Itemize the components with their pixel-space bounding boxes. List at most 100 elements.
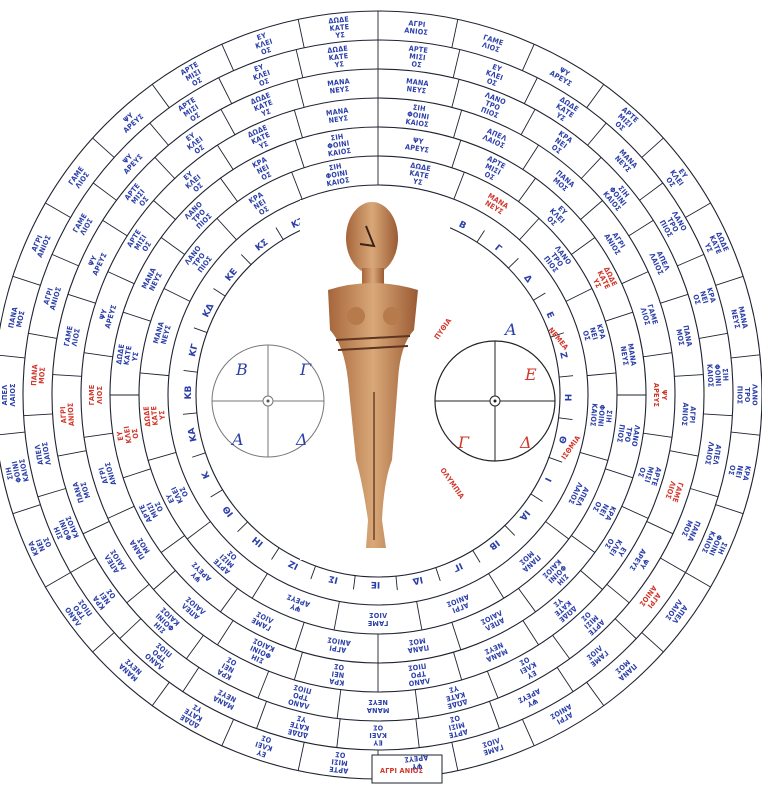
- day-tick: [508, 258, 518, 268]
- cell-divider: [685, 573, 710, 588]
- month-cell-text: ΝΕΥΣ: [329, 84, 350, 95]
- cell-divider: [28, 333, 57, 338]
- day-tick: [477, 230, 485, 242]
- month-cell-text: ΛΙΟΣ: [70, 328, 82, 347]
- cell-divider: [643, 353, 672, 357]
- cell-divider: [127, 584, 149, 602]
- cell-divider: [83, 521, 109, 533]
- cell-divider: [217, 145, 233, 169]
- cell-divider: [0, 432, 25, 435]
- cell-divider: [68, 294, 96, 303]
- cell-divider: [566, 288, 592, 301]
- cell-divider: [731, 355, 760, 358]
- right-wheel-letter-4: Γ: [457, 433, 470, 452]
- cell-divider: [629, 220, 653, 236]
- cell-divider: [522, 44, 534, 70]
- cell-divider: [524, 78, 537, 104]
- left-wheel: Γ Δ Α Β: [212, 345, 324, 457]
- cell-divider: [161, 237, 184, 254]
- cell-divider: [108, 506, 134, 518]
- month-cell: ΚΡΑΝΕΙΟΣ: [215, 654, 240, 683]
- cell-divider: [219, 78, 232, 104]
- cell-divider: [546, 522, 569, 539]
- cell-divider: [622, 506, 648, 518]
- month-cell-text: ΑΝΙΟΣ: [66, 402, 76, 426]
- cell-divider: [295, 622, 304, 650]
- month-cell: ΨΥΑΡΕΥΣ: [516, 686, 545, 712]
- month-cell: ΠΑΝΑΜΟΣ: [6, 306, 27, 331]
- cell-divider: [642, 633, 664, 652]
- month-cell-text: ΠΙΟΣ: [735, 386, 744, 405]
- cell-divider: [217, 218, 237, 239]
- cell-divider: [297, 79, 304, 107]
- cell-divider: [454, 652, 462, 680]
- cell-divider: [674, 375, 703, 377]
- cell-divider: [581, 201, 603, 220]
- month-cell: ΑΠΕΛΛΑΙΟΣ: [566, 481, 591, 509]
- cell-divider: [38, 488, 66, 496]
- cell-divider: [716, 276, 744, 285]
- cell-divider: [489, 574, 504, 599]
- cell-divider: [454, 172, 464, 199]
- cell-divider: [13, 505, 41, 514]
- cell-divider: [518, 178, 535, 201]
- month-cell: ΕΥΚΛΕΙΟΣ: [515, 653, 542, 683]
- month-cell-text: ΛΑΙΟΣ: [8, 383, 17, 406]
- cell-divider: [298, 742, 304, 770]
- month-cell-text: ΜΟΣ: [674, 328, 686, 346]
- cell-divider: [53, 375, 82, 377]
- day-tick: [272, 548, 280, 560]
- month-cell: ΔΩΔΕΚΑΤΕΥΣ: [328, 14, 351, 40]
- month-cell: ΠΑΝΑΜΟΣ: [679, 517, 703, 543]
- month-cell: ΔΩΔΕΚΑΤΕΥΣ: [249, 90, 277, 120]
- month-cell: ΣΙΗΦΟΙΝΙΚΑΙΟΣ: [601, 180, 635, 213]
- cell-divider: [294, 110, 302, 138]
- cell-divider: [183, 667, 199, 691]
- cell-divider: [452, 140, 461, 168]
- month-cell: ΠΑΝΑΜΟΣ: [406, 636, 430, 656]
- cell-divider: [123, 469, 151, 478]
- cell-divider: [581, 571, 603, 590]
- month-cell: ΔΩΔΕΚΑΤΕΥΣ: [547, 593, 579, 625]
- cell-divider: [120, 619, 141, 639]
- month-cell-text: ΥΣ: [411, 176, 423, 187]
- cell-divider: [452, 19, 458, 47]
- month-cell: ΔΩΔΕΚΑΤΕΥΣ: [141, 404, 167, 427]
- cell-divider: [553, 635, 570, 658]
- month-cell: ΚΡΑΝΕΙΟΣ: [580, 323, 607, 344]
- month-cell: ΛΑΝΟΤΡΟΠΙΟΣ: [287, 682, 314, 711]
- month-cell: ΑΡΤΕΜΙΣΙΟΣ: [576, 607, 607, 638]
- left-wheel-letter-1: Γ: [299, 360, 312, 379]
- month-cell: ΨΥΑΡΕΥΣ: [652, 383, 669, 407]
- month-cell: ΛΑΝΟΤΡΟΠΙΟΣ: [478, 90, 507, 121]
- day-tick: [505, 525, 515, 535]
- month-cell: ΑΓΡΙΑΝΙΟΣ: [680, 402, 698, 427]
- day-numeral: Β: [457, 220, 468, 232]
- month-cell: ΑΠΕΛΛΑΙΟΣ: [479, 608, 507, 633]
- month-cell: ΠΑΝΑΜΟΣ: [127, 534, 153, 561]
- month-cell-text: ΜΟΣ: [37, 367, 47, 384]
- month-cell: ΓΑΜΕΛΙΟΣ: [66, 165, 92, 192]
- day-numeral: Θ: [556, 435, 568, 445]
- day-tick: [238, 522, 248, 532]
- month-cell: ΜΑΝΑΝΕΥΣ: [405, 76, 430, 95]
- cell-divider: [557, 667, 573, 691]
- month-cell: ΜΑΝΑΝΕΥΣ: [618, 343, 638, 368]
- day-numeral: ΙΔ: [411, 574, 423, 586]
- cell-divider: [523, 620, 539, 644]
- month-cell: ΜΑΝΑΝΕΥΣ: [482, 191, 510, 217]
- month-cell: ΠΑΝΑΜΟΣ: [516, 547, 543, 574]
- cell-divider: [580, 452, 608, 460]
- cell-divider: [222, 719, 234, 745]
- day-numeral: ΚΕ: [224, 267, 240, 283]
- day-tick: [213, 289, 225, 297]
- cell-divider: [93, 183, 116, 200]
- month-cell-text: ΝΕΥΣ: [368, 698, 388, 707]
